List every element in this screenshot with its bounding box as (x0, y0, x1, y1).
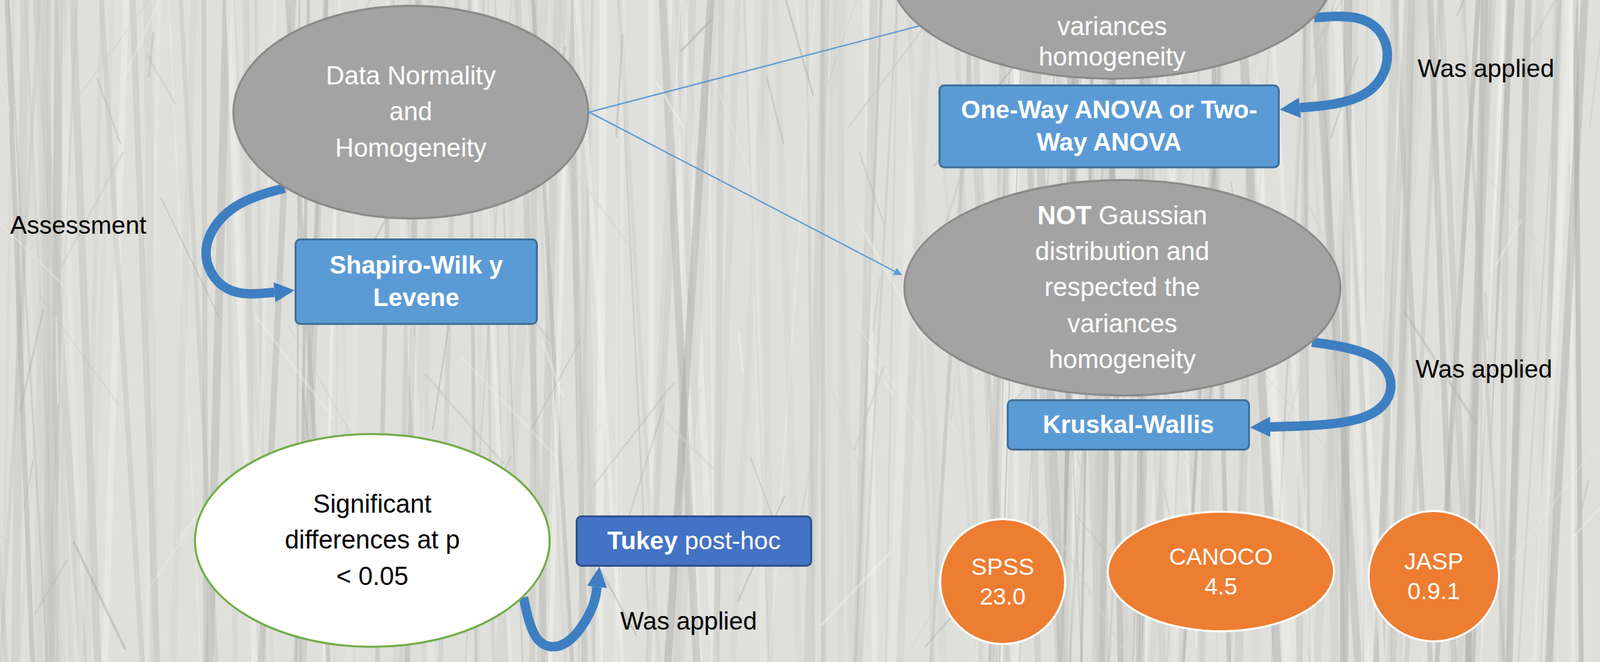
ellipse-outline (1106, 510, 1336, 633)
edge-label: Assessment (10, 210, 147, 241)
box-fill (577, 516, 812, 566)
ellipse-fill (195, 434, 550, 648)
edge-label: Was applied (620, 606, 757, 637)
test-box: Kruskal-Wallis (1006, 399, 1250, 451)
ellipse-fill (1108, 512, 1335, 632)
connector-line (589, 26, 919, 113)
ellipse-fill (904, 179, 1340, 396)
plain-words: post-hoc (677, 527, 781, 555)
box-fill (295, 239, 538, 325)
node-text: One-Way ANOVA or Two-Way ANOVA (954, 93, 1265, 159)
ellipse-fill (890, 0, 1335, 80)
ellipse-outline (939, 518, 1067, 646)
node-text: Tukey post-hoc (585, 525, 803, 558)
curved-arrow (523, 587, 598, 647)
software-circle: SPSS 23.0 (939, 518, 1067, 646)
connector-line (589, 112, 895, 272)
ellipse-fill (1368, 511, 1500, 642)
node-text: Significant differences at p < 0.05 (276, 486, 469, 595)
box-fill (939, 85, 1280, 167)
condition-ellipse: variances homogeneity (889, 0, 1336, 80)
ellipse-outline (1367, 510, 1500, 643)
test-box: Shapiro-Wilk y Levene (294, 238, 538, 325)
software-circle: JASP 0.9.1 (1367, 510, 1500, 643)
node-text: NOT Gaussian distribution and respected … (1010, 197, 1234, 378)
node-text: Kruskal-Wallis (1016, 408, 1240, 442)
assessment-ellipse: Data Normality and Homogeneity (232, 4, 590, 220)
edge-label: Was applied (1417, 54, 1555, 84)
test-box: One-Way ANOVA or Two-Way ANOVA (938, 84, 1280, 169)
edge-label: Was applied (1415, 354, 1553, 385)
node-text: Data Normality and Homogeneity (319, 58, 503, 167)
node-text: JASP 0.9.1 (1389, 546, 1478, 607)
posthoc-box: Tukey post-hoc (575, 515, 813, 567)
bold-word: Tukey (607, 527, 678, 555)
box-fill (1008, 400, 1250, 450)
node-text: variances homogeneity (990, 11, 1234, 73)
node-text: CANOCO 4.5 (1165, 541, 1278, 602)
significance-ellipse: Significant differences at p < 0.05 (193, 433, 551, 648)
condition-ellipse: NOT Gaussian distribution and respected … (903, 179, 1342, 397)
ellipse-fill (233, 6, 589, 219)
software-ellipse: CANOCO 4.5 (1106, 510, 1336, 633)
bold-word: NOT (1037, 201, 1092, 230)
curved-arrow (1300, 16, 1388, 108)
node-text: SPSS 23.0 (962, 552, 1044, 612)
curved-arrow (206, 187, 285, 294)
ellipse-fill (940, 519, 1066, 645)
node-text: Shapiro-Wilk y Levene (314, 249, 518, 315)
